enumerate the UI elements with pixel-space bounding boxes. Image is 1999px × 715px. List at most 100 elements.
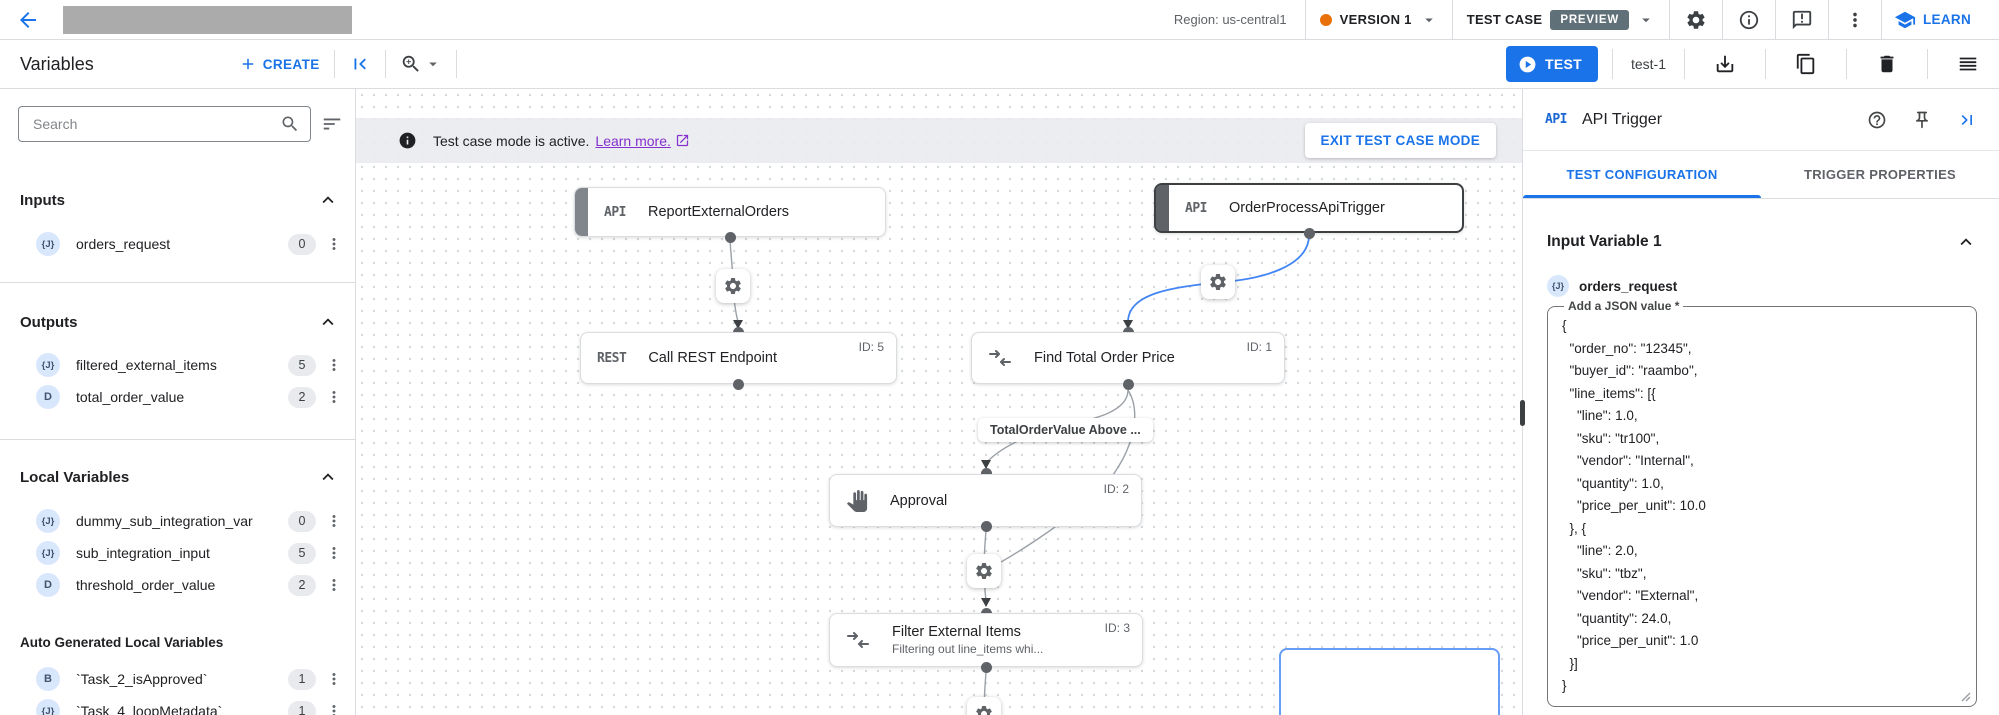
panel-resize-handle[interactable] — [1520, 400, 1525, 426]
chevron-up-icon[interactable] — [1955, 231, 1977, 253]
variable-row-dummy-sub-integration-var[interactable]: {J} dummy_sub_integration_var 0 — [0, 505, 355, 537]
section-title: Auto Generated Local Variables — [20, 634, 224, 650]
row-menu-icon[interactable] — [325, 576, 343, 594]
variable-row-filtered-external-items[interactable]: {J} filtered_external_items 5 — [0, 349, 355, 381]
row-menu-icon[interactable] — [325, 388, 343, 406]
node-report-external-orders[interactable]: API ReportExternalOrders — [574, 187, 886, 237]
chevron-up-icon[interactable] — [317, 311, 339, 333]
node-id-label: ID: 3 — [1104, 621, 1130, 635]
test-case-name[interactable]: test-1 — [1630, 56, 1666, 72]
variable-row-task-4-loopmetadata[interactable]: {J} `Task_4_loopMetadata` 1 — [0, 695, 355, 715]
tab-trigger-properties[interactable]: TRIGGER PROPERTIES — [1803, 167, 1957, 182]
output-port[interactable] — [1123, 379, 1134, 390]
zoom-control[interactable] — [400, 53, 442, 75]
log-list-icon[interactable] — [1957, 53, 1979, 75]
data-mapping-icon — [846, 628, 870, 652]
create-variable-button[interactable]: CREATE — [239, 55, 320, 73]
usage-count-badge: 1 — [288, 668, 316, 690]
outputs-section-header[interactable]: Outputs — [0, 310, 355, 334]
help-icon[interactable] — [1867, 110, 1887, 130]
feedback-icon[interactable] — [1791, 9, 1813, 31]
edge-settings-gear[interactable] — [967, 697, 1001, 715]
back-arrow-icon[interactable] — [16, 8, 40, 32]
learn-link[interactable]: LEARN — [1882, 0, 1983, 39]
external-link-icon[interactable] — [675, 133, 690, 148]
exit-test-case-mode-button[interactable]: EXIT TEST CASE MODE — [1304, 123, 1496, 158]
output-port[interactable] — [981, 521, 992, 532]
edge-settings-gear[interactable] — [967, 554, 1001, 588]
school-icon — [1894, 9, 1916, 31]
boolean-type-icon: B — [36, 667, 60, 691]
edge-settings-gear[interactable] — [1201, 265, 1235, 299]
node-id-label: ID: 2 — [1103, 482, 1129, 496]
collapse-panel-icon[interactable] — [349, 53, 371, 75]
section-title: Outputs — [20, 313, 78, 331]
highlighted-empty-node[interactable] — [1279, 648, 1500, 715]
settings-gear-icon[interactable] — [1685, 9, 1707, 31]
divider — [0, 282, 355, 283]
local-variables-section-header[interactable]: Local Variables — [0, 465, 355, 489]
node-find-total-order-price[interactable]: Find Total Order Price ID: 1 — [971, 332, 1285, 384]
chevron-up-icon[interactable] — [317, 466, 339, 488]
divider — [0, 439, 355, 440]
node-approval[interactable]: Approval ID: 2 — [829, 474, 1142, 527]
row-menu-icon[interactable] — [325, 356, 343, 374]
node-call-rest-endpoint[interactable]: REST Call REST Endpoint ID: 5 — [580, 332, 897, 384]
usage-count-badge: 0 — [288, 233, 316, 255]
variable-row-orders-request[interactable]: {J} orders_request 0 — [0, 228, 355, 260]
row-menu-icon[interactable] — [325, 544, 343, 562]
panel-title: API Trigger — [1581, 110, 1663, 128]
delete-icon[interactable] — [1876, 53, 1898, 75]
approval-hand-icon — [846, 490, 868, 512]
tab-test-configuration[interactable]: TEST CONFIGURATION — [1523, 151, 1761, 198]
edge-settings-gear[interactable] — [716, 269, 750, 303]
usage-count-badge: 0 — [288, 510, 316, 532]
info-icon[interactable] — [1738, 9, 1760, 31]
textarea-resize-icon[interactable] — [1961, 692, 1971, 702]
node-id-label: ID: 1 — [1246, 340, 1272, 354]
input-port[interactable] — [981, 468, 992, 479]
preview-badge: PREVIEW — [1550, 9, 1629, 30]
output-port[interactable] — [981, 662, 992, 673]
test-button[interactable]: TEST — [1506, 46, 1598, 82]
collapse-panel-right-icon[interactable] — [1957, 110, 1977, 130]
divider — [1775, 0, 1776, 39]
api-kind-chip: API — [604, 204, 626, 220]
test-case-selector[interactable]: TEST CASE PREVIEW — [1453, 0, 1669, 39]
output-port[interactable] — [725, 232, 736, 243]
search-icon — [280, 114, 300, 134]
row-menu-icon[interactable] — [325, 512, 343, 530]
variable-row-threshold-order-value[interactable]: D threshold_order_value 2 — [0, 569, 355, 601]
download-icon[interactable] — [1714, 53, 1736, 75]
row-menu-icon[interactable] — [325, 670, 343, 688]
sort-icon[interactable] — [321, 113, 343, 135]
divider — [384, 50, 386, 78]
variable-name: orders_request — [76, 236, 171, 252]
learn-more-link[interactable]: Learn more. — [595, 132, 671, 149]
variable-row-sub-integration-input[interactable]: {J} sub_integration_input 5 — [0, 537, 355, 569]
integration-title-redacted — [63, 5, 352, 34]
row-menu-icon[interactable] — [325, 702, 343, 715]
data-mapping-icon — [988, 346, 1012, 370]
node-filter-external-items[interactable]: Filter External Items Filtering out line… — [829, 613, 1143, 667]
version-selector[interactable]: VERSION 1 — [1306, 0, 1452, 39]
input-variable-section-title: Input Variable 1 — [1547, 233, 1662, 250]
edge-condition-label[interactable]: TotalOrderValue Above ... — [978, 418, 1153, 442]
integration-canvas[interactable]: Test case mode is active. Learn more. EX… — [356, 89, 1522, 715]
variable-row-task-2-isapproved[interactable]: B `Task_2_isApproved` 1 — [0, 663, 355, 695]
output-port[interactable] — [1304, 228, 1315, 239]
pin-icon[interactable] — [1912, 110, 1932, 130]
json-value-input[interactable]: { "order_no": "12345", "buyer_id": "raam… — [1562, 318, 1706, 693]
info-icon — [398, 131, 417, 150]
plus-icon — [239, 55, 257, 73]
chevron-up-icon[interactable] — [317, 189, 339, 211]
more-menu-icon[interactable] — [1844, 9, 1866, 31]
node-order-process-api-trigger[interactable]: API OrderProcessApiTrigger — [1154, 183, 1464, 233]
inputs-section-header[interactable]: Inputs — [0, 188, 355, 212]
node-title: ReportExternalOrders — [647, 204, 790, 220]
row-menu-icon[interactable] — [325, 235, 343, 253]
search-input[interactable] — [31, 115, 280, 133]
copy-icon[interactable] — [1795, 53, 1817, 75]
variable-row-total-order-value[interactable]: D total_order_value 2 — [0, 381, 355, 413]
output-port[interactable] — [733, 379, 744, 390]
